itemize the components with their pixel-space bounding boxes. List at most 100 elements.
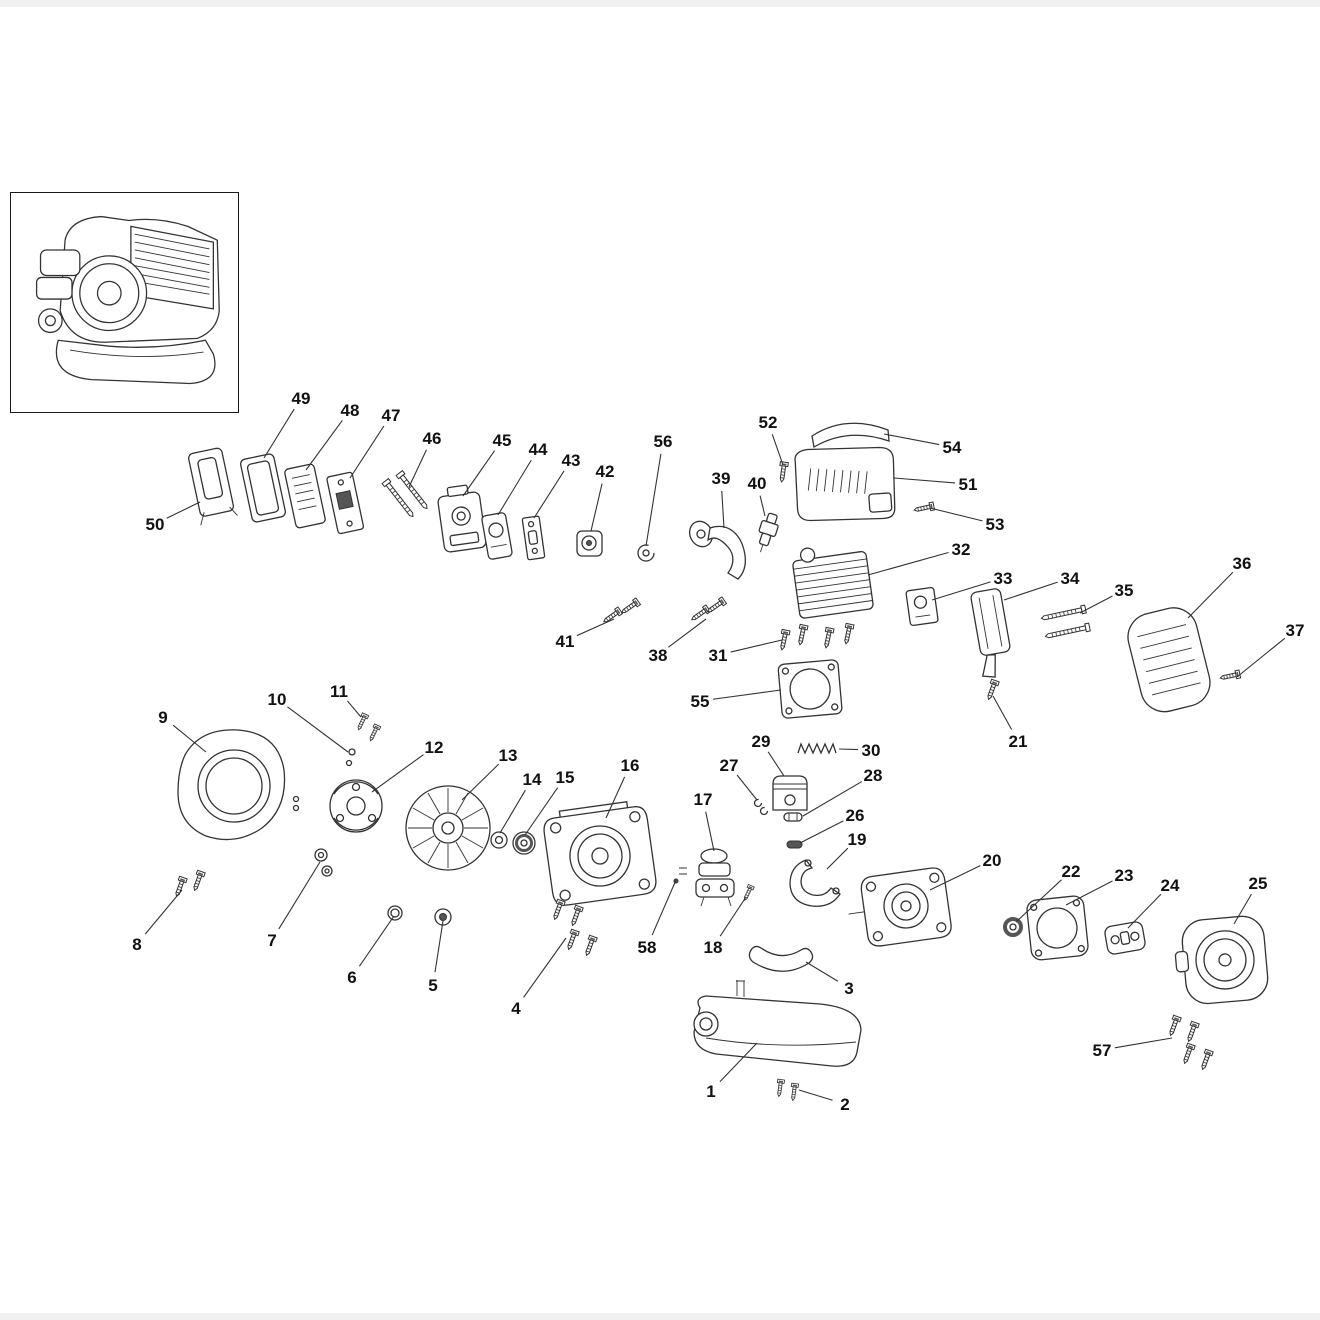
part-number-38: 38 [649, 646, 668, 665]
part-number-1: 1 [706, 1082, 715, 1101]
part-number-29: 29 [752, 732, 771, 751]
leader-line-29 [767, 751, 785, 777]
part-30-spring [797, 742, 837, 755]
part-28-piston-pin [783, 812, 803, 822]
part-small-pins [292, 795, 300, 812]
part-number-4: 4 [511, 999, 521, 1018]
part-29-piston [772, 775, 808, 811]
front-covers [35, 249, 81, 334]
leader-line-17 [705, 811, 715, 852]
part-42-primer [576, 530, 603, 557]
part-49-filter-cover [239, 453, 287, 523]
leader-line-12 [371, 754, 424, 793]
leader-line-6 [358, 915, 395, 967]
part-22-bearing [1003, 917, 1023, 937]
part-number-33: 33 [994, 569, 1013, 588]
leader-line-1 [719, 1042, 758, 1082]
part-number-54: 54 [943, 438, 962, 457]
part-number-32: 32 [952, 540, 971, 559]
leader-line-50 [166, 501, 201, 519]
part-number-19: 19 [848, 830, 867, 849]
leader-line-2 [798, 1089, 833, 1101]
leader-line-7 [278, 861, 321, 930]
leader-line-47 [349, 425, 385, 479]
part-40-spark-plug [758, 512, 779, 553]
leader-line-25 [1233, 893, 1252, 925]
assembled-engine-drawing [35, 215, 220, 385]
part-number-8: 8 [132, 935, 141, 954]
leader-line-16 [605, 776, 626, 819]
part-number-30: 30 [862, 741, 881, 760]
part-50-cover-bracket [188, 447, 238, 526]
part-number-40: 40 [748, 474, 767, 493]
leader-line-42 [590, 483, 603, 532]
leader-line-53 [929, 507, 983, 522]
part-43-gasket [521, 515, 546, 561]
part-6-ring [387, 905, 403, 921]
part-51-engine-cover [794, 446, 896, 522]
part-5-seal [434, 908, 452, 926]
leader-line-46 [408, 449, 427, 488]
leader-line-40 [759, 495, 766, 517]
part-45-carburetor [437, 484, 487, 553]
leader-line-31 [730, 639, 783, 653]
leader-line-43 [533, 470, 565, 519]
leader-line-5 [434, 920, 444, 973]
part-number-20: 20 [983, 851, 1002, 870]
part-number-55: 55 [691, 692, 710, 711]
part-26-pin [786, 840, 803, 849]
part-24-module [1104, 921, 1146, 955]
leader-line-57 [1114, 1037, 1173, 1049]
part-7-washers [314, 848, 333, 877]
part-number-58: 58 [638, 938, 657, 957]
leader-line-22 [1015, 879, 1062, 923]
part-number-52: 52 [759, 413, 778, 432]
part-number-22: 22 [1062, 862, 1081, 881]
part-23-plate [1026, 895, 1089, 961]
part-number-49: 49 [292, 389, 311, 408]
leader-line-38 [668, 618, 707, 648]
part-13-flywheel [405, 785, 491, 871]
part-number-14: 14 [523, 770, 542, 789]
part-number-3: 3 [844, 979, 853, 998]
assembled-engine-inset [10, 192, 239, 413]
leader-line-13 [461, 763, 500, 801]
leader-line-3 [805, 961, 839, 982]
part-number-45: 45 [493, 431, 512, 450]
leader-line-19 [826, 847, 849, 870]
part-number-10: 10 [268, 690, 287, 709]
part-10-washers [345, 748, 356, 767]
leader-line-26 [799, 820, 844, 844]
part-19-bracket [789, 859, 841, 907]
leader-line-14 [499, 789, 526, 834]
part-number-6: 6 [347, 968, 356, 987]
part-number-36: 36 [1233, 554, 1252, 573]
leader-line-9 [172, 724, 207, 753]
leader-line-18 [719, 896, 747, 937]
part-9-fan-cover [177, 729, 286, 841]
part-number-21: 21 [1009, 732, 1028, 751]
part-25-recoil-starter [1174, 915, 1269, 1005]
part-48-filter-element [284, 463, 326, 529]
part-number-50: 50 [146, 515, 165, 534]
part-number-13: 13 [499, 746, 518, 765]
part-number-44: 44 [529, 440, 548, 459]
starter-housing [71, 255, 148, 332]
bottom-housing [55, 339, 216, 385]
part-number-48: 48 [341, 401, 360, 420]
leader-line-30 [838, 748, 859, 751]
leader-line-21 [992, 695, 1013, 730]
leader-line-51 [893, 477, 956, 484]
part-number-17: 17 [694, 790, 713, 809]
leader-line-32 [867, 551, 949, 576]
part-number-46: 46 [423, 429, 442, 448]
leader-line-36 [1187, 571, 1234, 619]
part-number-56: 56 [654, 432, 673, 451]
part-39-intake-manifold [688, 520, 746, 580]
leader-line-4 [523, 937, 567, 998]
part-34-support [970, 588, 1011, 678]
leader-line-54 [883, 433, 940, 446]
part-number-11: 11 [330, 682, 348, 701]
